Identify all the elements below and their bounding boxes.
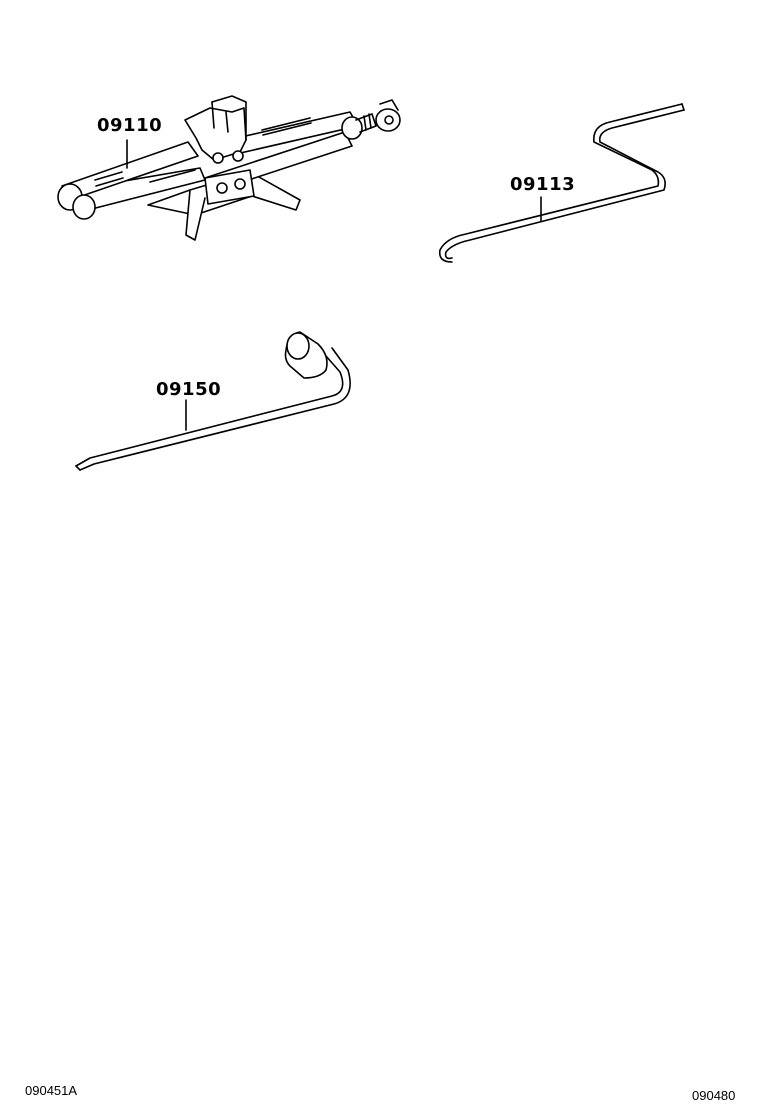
lug-wrench-icon[interactable]: [75, 331, 351, 471]
footer-right-code: 090480: [692, 1088, 736, 1103]
part-number-09150[interactable]: 09150: [156, 379, 222, 400]
jack-handle-rod-icon[interactable]: [438, 103, 685, 263]
part-number-09113[interactable]: 09113: [510, 174, 576, 195]
scissor-jack-icon[interactable]: [57, 95, 401, 241]
part-number-09110[interactable]: 09110: [97, 115, 163, 136]
footer-left-code: 090451A: [25, 1083, 78, 1098]
